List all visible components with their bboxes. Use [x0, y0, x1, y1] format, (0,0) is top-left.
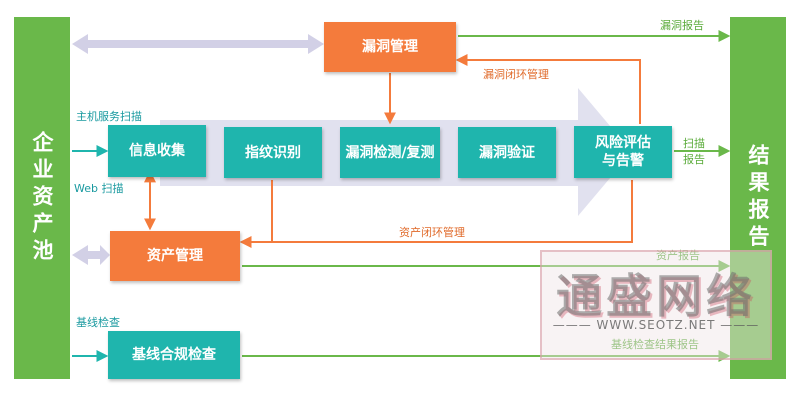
- asset-pool-to-asset-double-arrow: [72, 245, 110, 265]
- vuln-report-label: 漏洞报告: [660, 19, 704, 32]
- asset-report-label: 资产报告: [656, 249, 700, 262]
- result-report-label: 结果报告: [746, 144, 770, 252]
- info-collect-box: 信息收集: [108, 125, 206, 177]
- baseline-compliance-box: 基线合规检查: [108, 331, 240, 379]
- vuln-loop-arrow: [455, 54, 641, 124]
- fingerprint-box: 指纹识别: [224, 127, 322, 178]
- vuln-detect-box: 漏洞检测/复测: [340, 127, 440, 178]
- baseline-inspect-label: 基线检查: [76, 316, 120, 329]
- asset-loop-arrow: [239, 180, 633, 248]
- enterprise-asset-pool-panel: 企业资产池: [14, 17, 70, 379]
- asset-pool-label: 企业资产池: [30, 130, 54, 266]
- web-scan-label: Web 扫描: [74, 182, 124, 195]
- baseline-report-label: 基线检查结果报告: [611, 338, 699, 351]
- vuln-loop-label: 漏洞闭环管理: [483, 68, 549, 81]
- asset-management-box: 资产管理: [110, 231, 240, 281]
- watermark: 通盛网络 ——— WWW.SEOTZ.NET ———: [540, 250, 772, 360]
- result-report-panel: 结果报告: [730, 17, 786, 379]
- asset-loop-label: 资产闭环管理: [399, 226, 465, 239]
- vuln-verify-box: 漏洞验证: [458, 127, 556, 178]
- host-scan-label: 主机服务扫描: [76, 110, 142, 123]
- watermark-url: ——— WWW.SEOTZ.NET ———: [552, 318, 760, 332]
- vuln-management-box: 漏洞管理: [324, 22, 456, 72]
- asset-pool-to-vuln-double-arrow: [72, 34, 324, 54]
- watermark-main-text: 通盛网络: [556, 269, 756, 323]
- risk-eval-box: 风险评估 与告警: [574, 126, 672, 178]
- scan-report-label: 扫描 报告: [683, 137, 705, 166]
